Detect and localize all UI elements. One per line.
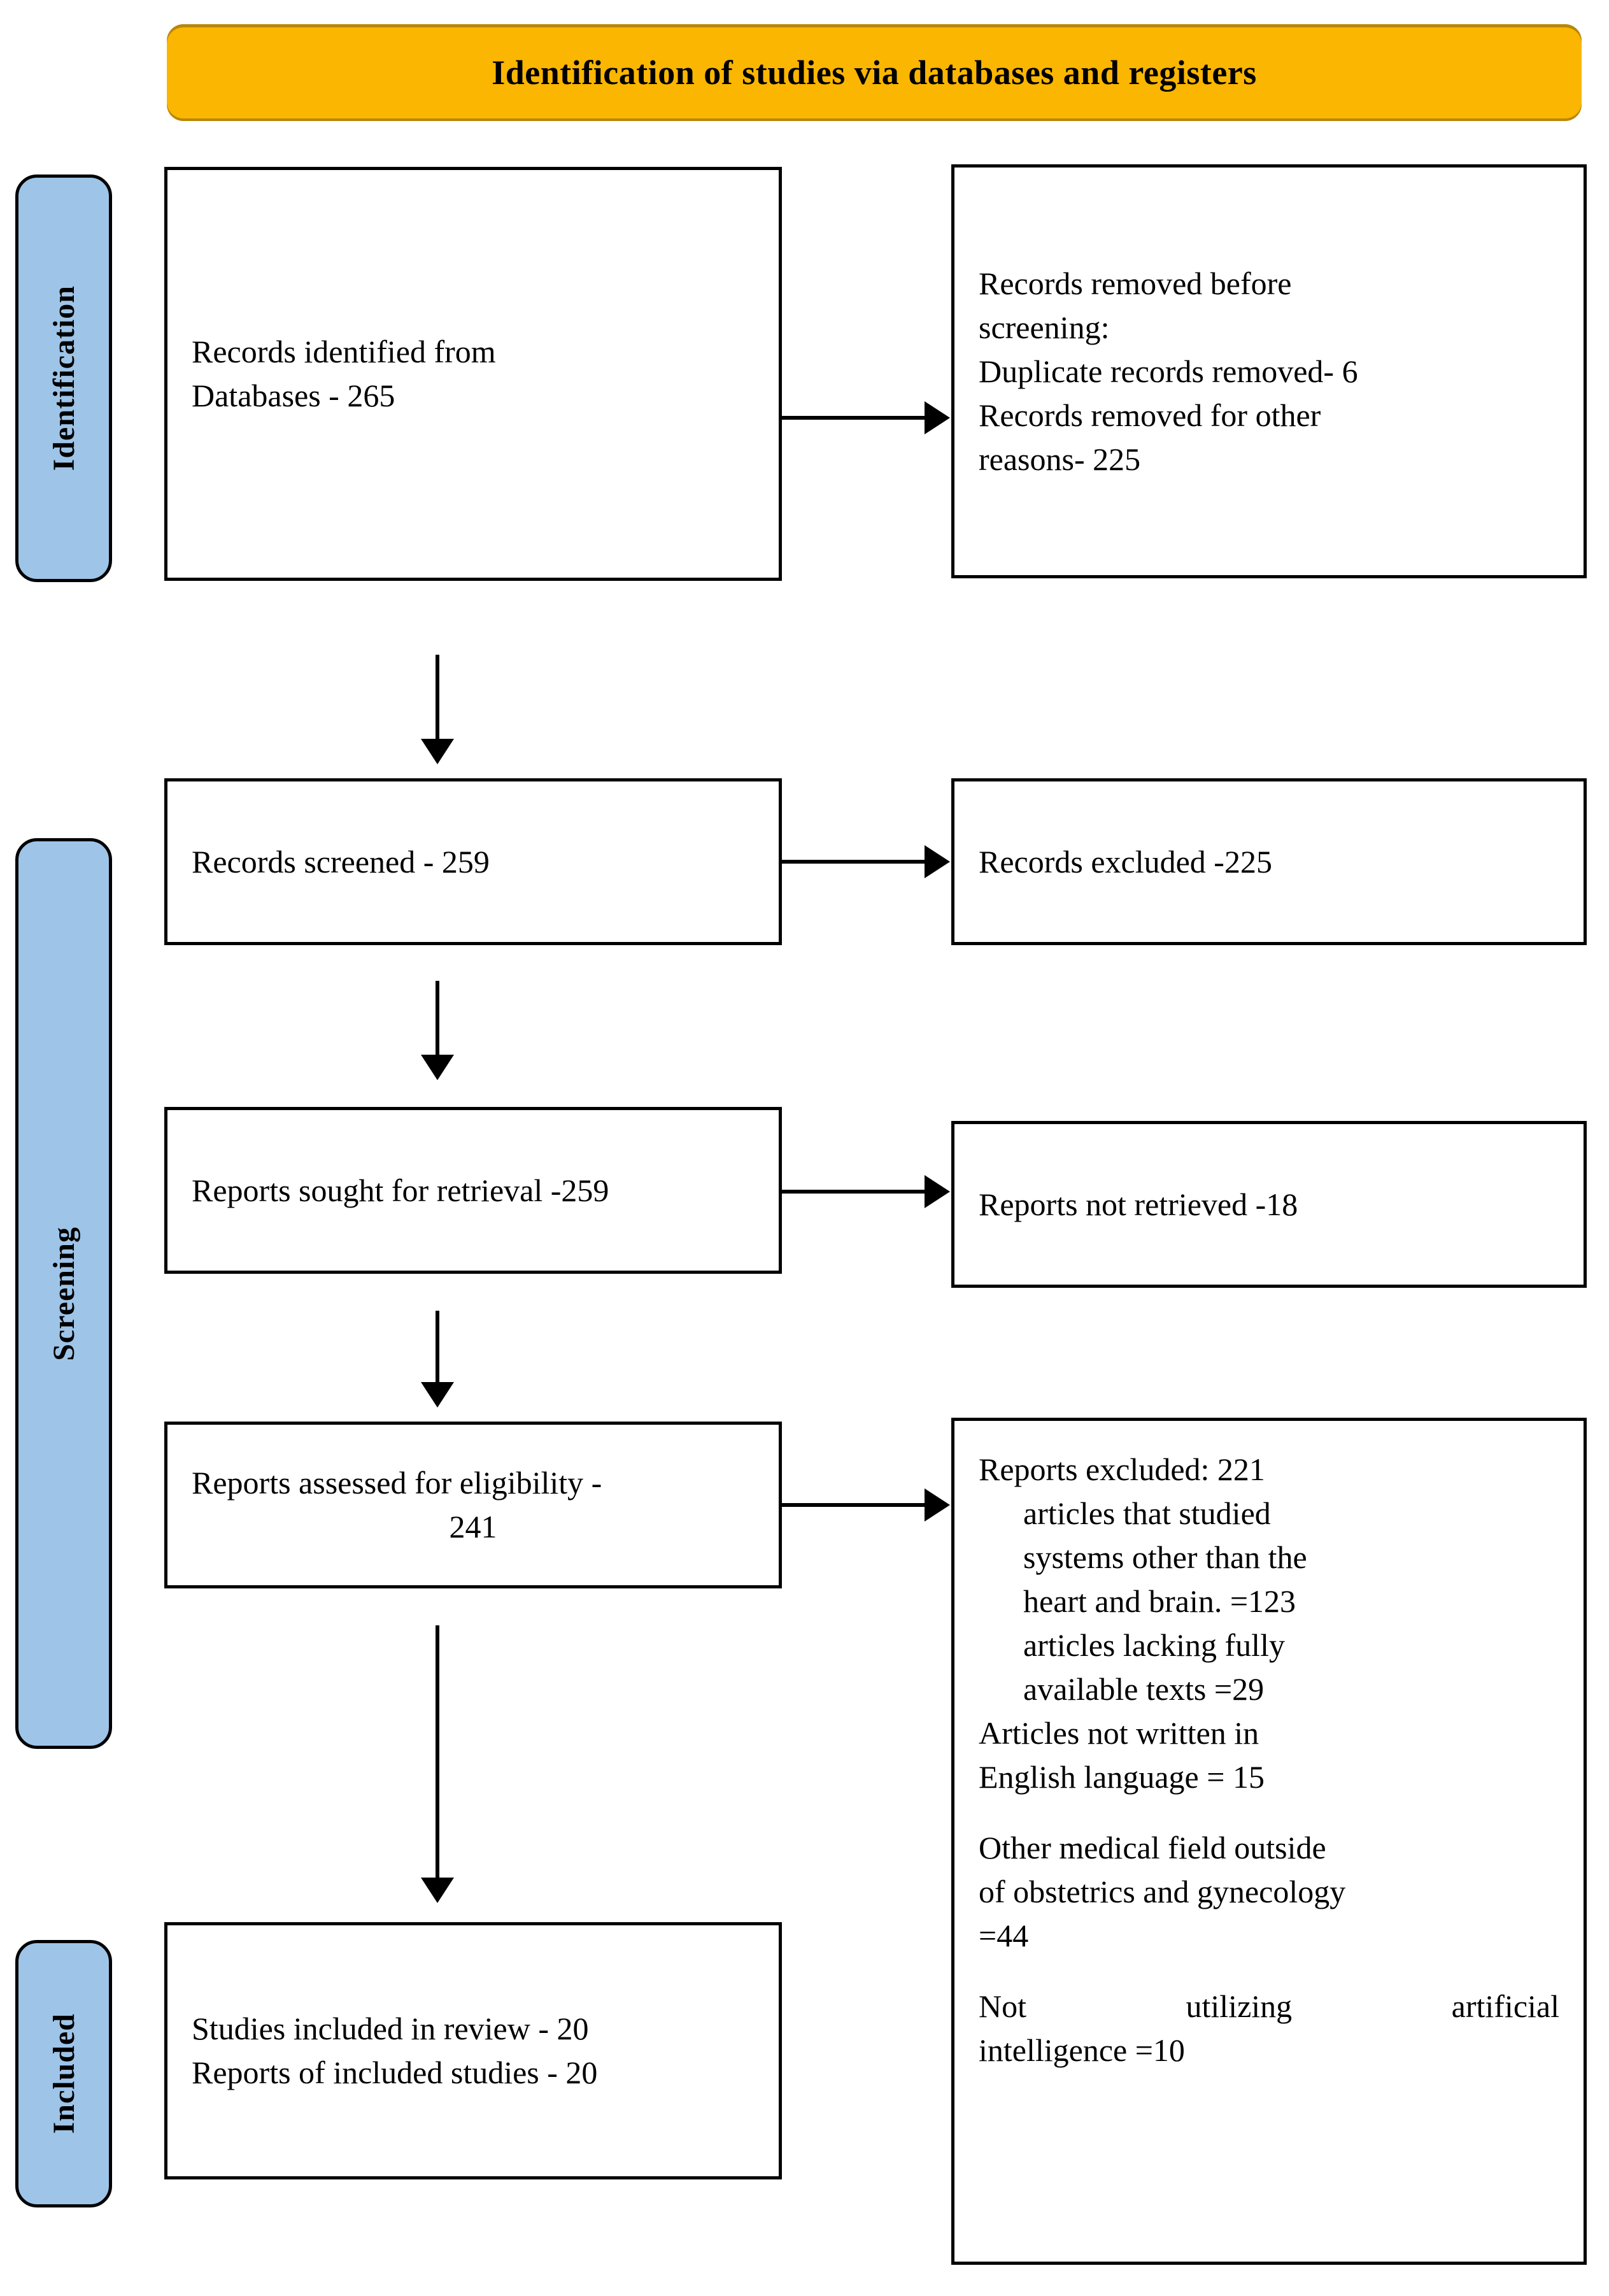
box-reports-assessed-for-eligibility: Reports assessed for eligibility - 241 <box>164 1422 782 1588</box>
box-records-excluded: Records excluded -225 <box>951 778 1587 945</box>
arrow-down-icon <box>421 1055 454 1080</box>
box-line: heart and brain. =123 <box>1023 1583 1296 1619</box>
box-studies-included: Studies included in review - 20 Reports … <box>164 1922 782 2179</box>
arrow-right-icon <box>925 401 950 434</box>
stage-label-screening: Screening <box>15 838 112 1749</box>
box-line: Articles not written in <box>979 1715 1259 1751</box>
box-line: Reports not retrieved -18 <box>979 1186 1298 1222</box>
box-line: English language = 15 <box>979 1759 1265 1795</box>
box-line: Records identified from <box>192 334 496 369</box>
connector-line <box>436 1625 439 1883</box>
box-line: Not utilizing artificial <box>979 1988 1559 2024</box>
box-line: Databases - 265 <box>192 378 395 413</box>
box-records-removed-before-screening: Records removed before screening: Duplic… <box>951 164 1587 578</box>
box-line: Records removed for other <box>979 397 1321 433</box>
diagram-title: Identification of studies via databases … <box>492 53 1257 92</box>
diagram-header-banner: Identification of studies via databases … <box>167 24 1582 121</box>
connector-line <box>782 860 927 864</box>
box-line: articles lacking fully <box>1023 1627 1285 1663</box>
box-line: screening: <box>979 309 1110 345</box>
box-line: Records screened - 259 <box>192 843 490 880</box>
box-line: reasons- 225 <box>979 441 1141 477</box>
box-line: Records removed before <box>979 265 1292 301</box>
arrow-right-icon <box>925 845 950 878</box>
stage-label-identification: Identification <box>15 175 112 582</box>
box-reports-sought-for-retrieval: Reports sought for retrieval -259 <box>164 1107 782 1274</box>
connector-line <box>436 655 439 744</box>
box-line: =44 <box>979 1918 1029 1953</box>
stage-label-identification-text: Identification <box>46 285 81 471</box>
box-line: available texts =29 <box>1023 1671 1265 1707</box>
box-line: Reports excluded: 221 <box>979 1451 1265 1487</box>
box-line: intelligence =10 <box>979 2032 1185 2068</box>
box-line: Reports sought for retrieval -259 <box>192 1172 609 1208</box>
arrow-down-icon <box>421 1382 454 1408</box>
box-line: systems other than the <box>1023 1539 1307 1575</box>
box-reports-not-retrieved: Reports not retrieved -18 <box>951 1121 1587 1288</box>
box-line: of obstetrics and gynecology <box>979 1874 1346 1909</box>
box-reports-excluded: Reports excluded: 221 articles that stud… <box>951 1418 1587 2265</box>
arrow-down-icon <box>421 739 454 764</box>
box-line-spacer <box>979 1958 1559 1985</box>
arrow-right-icon <box>925 1488 950 1522</box>
box-line: Reports of included studies - 20 <box>192 2055 598 2090</box>
box-line: Reports assessed for eligibility - <box>192 1465 602 1501</box>
box-line: Studies included in review - 20 <box>192 2011 589 2046</box>
arrow-right-icon <box>925 1175 950 1208</box>
stage-label-screening-text: Screening <box>46 1226 81 1361</box>
stage-label-included: Included <box>15 1940 112 2207</box>
connector-line <box>782 1190 927 1194</box>
connector-line <box>782 416 927 420</box>
arrow-down-icon <box>421 1878 454 1903</box>
box-records-screened: Records screened - 259 <box>164 778 782 945</box>
box-records-identified: Records identified from Databases - 265 <box>164 167 782 581</box>
box-line-spacer <box>979 1799 1559 1826</box>
connector-line <box>436 1311 439 1387</box>
box-line: Other medical field outside <box>979 1830 1326 1865</box>
box-line: articles that studied <box>1023 1495 1271 1531</box>
connector-line <box>436 981 439 1060</box>
connector-line <box>782 1503 927 1507</box>
stage-label-included-text: Included <box>46 2013 81 2134</box>
box-line: Records excluded -225 <box>979 843 1272 880</box>
box-line: Duplicate records removed- 6 <box>979 353 1358 389</box>
box-line: 241 <box>449 1509 497 1544</box>
